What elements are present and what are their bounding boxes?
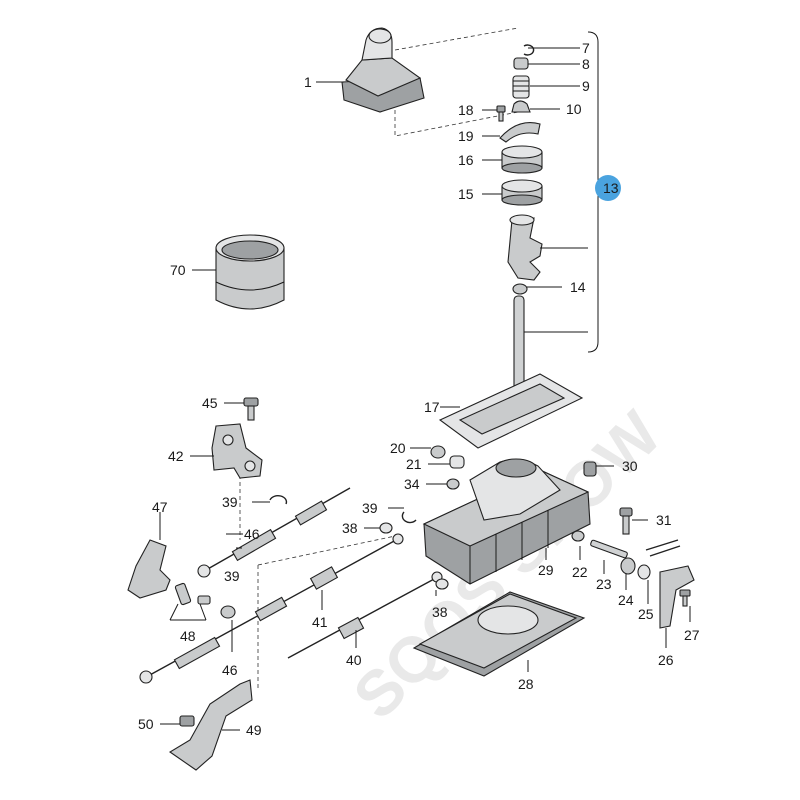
label-part-9: 9 [582,78,590,94]
label-part-24: 24 [618,592,634,608]
part-gasket-17[interactable] [438,373,584,449]
part-housing-29[interactable] [422,458,591,585]
label-part-8: 8 [582,56,590,72]
part-bracket-42[interactable] [211,423,263,479]
label-part-47: 47 [152,499,168,515]
label-part-13: 13 [603,180,619,196]
label-part-28: 28 [518,676,534,692]
part-base-plate-28[interactable] [412,591,586,677]
part-bolt-31[interactable] [619,507,633,535]
label-part-16: 16 [458,152,474,168]
part-sleeve-70[interactable] [215,234,285,310]
label-part-38-upper: 38 [342,520,358,536]
label-part-39-upper: 39 [222,494,238,510]
part-pins-48[interactable] [174,582,211,606]
label-part-46-lower: 46 [222,662,238,678]
part-bushing-21[interactable] [449,455,465,469]
part-bracket-49[interactable] [168,679,253,771]
part-lever-joint[interactable] [507,214,543,281]
label-part-26: 26 [658,652,674,668]
part-cap-10[interactable] [511,100,531,113]
label-part-46-upper: 46 [244,526,260,542]
label-part-49: 49 [246,722,262,738]
label-part-17: 17 [424,399,440,415]
part-screw-18[interactable] [496,105,506,122]
part-cable-46-lower[interactable] [139,533,404,684]
label-part-15: 15 [458,186,474,202]
label-part-42: 42 [168,448,184,464]
label-part-31: 31 [656,512,672,528]
label-part-18: 18 [458,102,474,118]
part-screw-45[interactable] [243,397,259,421]
part-clip-39-upper[interactable] [269,495,288,505]
part-screw-27[interactable] [679,589,691,607]
label-part-45: 45 [202,395,218,411]
callout-highlight [595,175,621,201]
label-part-30: 30 [622,458,638,474]
part-spring-9[interactable] [512,75,530,99]
part-washer-24[interactable] [620,557,636,575]
label-part-34: 34 [404,476,420,492]
label-part-40: 40 [346,652,362,668]
part-washer-20[interactable] [430,445,446,459]
label-part-27: 27 [684,627,700,643]
label-part-20: 20 [390,440,406,456]
label-part-1: 1 [304,74,312,90]
part-bushing-8[interactable] [513,57,529,70]
part-clip-39-middle[interactable] [401,511,417,524]
label-part-25: 25 [638,606,654,622]
part-lever-47[interactable] [127,539,171,599]
part-washer-38-upper[interactable] [379,522,393,534]
part-nut-50[interactable] [179,715,195,727]
part-shift-knob-boot[interactable] [341,27,425,113]
guide-knob-to-rod [394,27,519,137]
label-part-29: 29 [538,562,554,578]
part-cap-30[interactable] [583,461,597,477]
part-washer-39-lower[interactable] [220,605,236,619]
part-washer-38-lower[interactable] [435,578,449,590]
label-part-10: 10 [566,101,582,117]
label-part-48: 48 [180,628,196,644]
label-part-23: 23 [596,576,612,592]
part-spring-clip[interactable] [645,539,681,557]
label-part-50: 50 [138,716,154,732]
part-half-ring-19[interactable] [499,122,541,143]
label-part-70: 70 [170,262,186,278]
label-part-21: 21 [406,456,422,472]
part-cable-46-upper[interactable] [197,487,351,578]
part-circlip-7[interactable] [523,44,535,56]
part-ring-14[interactable] [512,283,528,295]
label-part-7: 7 [582,40,590,56]
label-part-39-lower: 39 [224,568,240,584]
part-pin-23[interactable] [590,539,628,559]
leaders [159,47,691,731]
part-washer-25[interactable] [637,564,651,580]
label-part-22: 22 [572,564,588,580]
guide-cable-41 [257,534,401,690]
label-part-41: 41 [312,614,328,630]
label-part-14: 14 [570,279,586,295]
label-part-38-lower: 38 [432,604,448,620]
part-ring-34[interactable] [446,478,460,490]
part-bushing-15[interactable] [501,179,543,206]
part-bracket-26[interactable] [659,565,695,629]
label-part-19: 19 [458,128,474,144]
part-bushing-16[interactable] [501,145,543,174]
label-part-39-middle: 39 [362,500,378,516]
part-bushing-22[interactable] [571,530,585,542]
